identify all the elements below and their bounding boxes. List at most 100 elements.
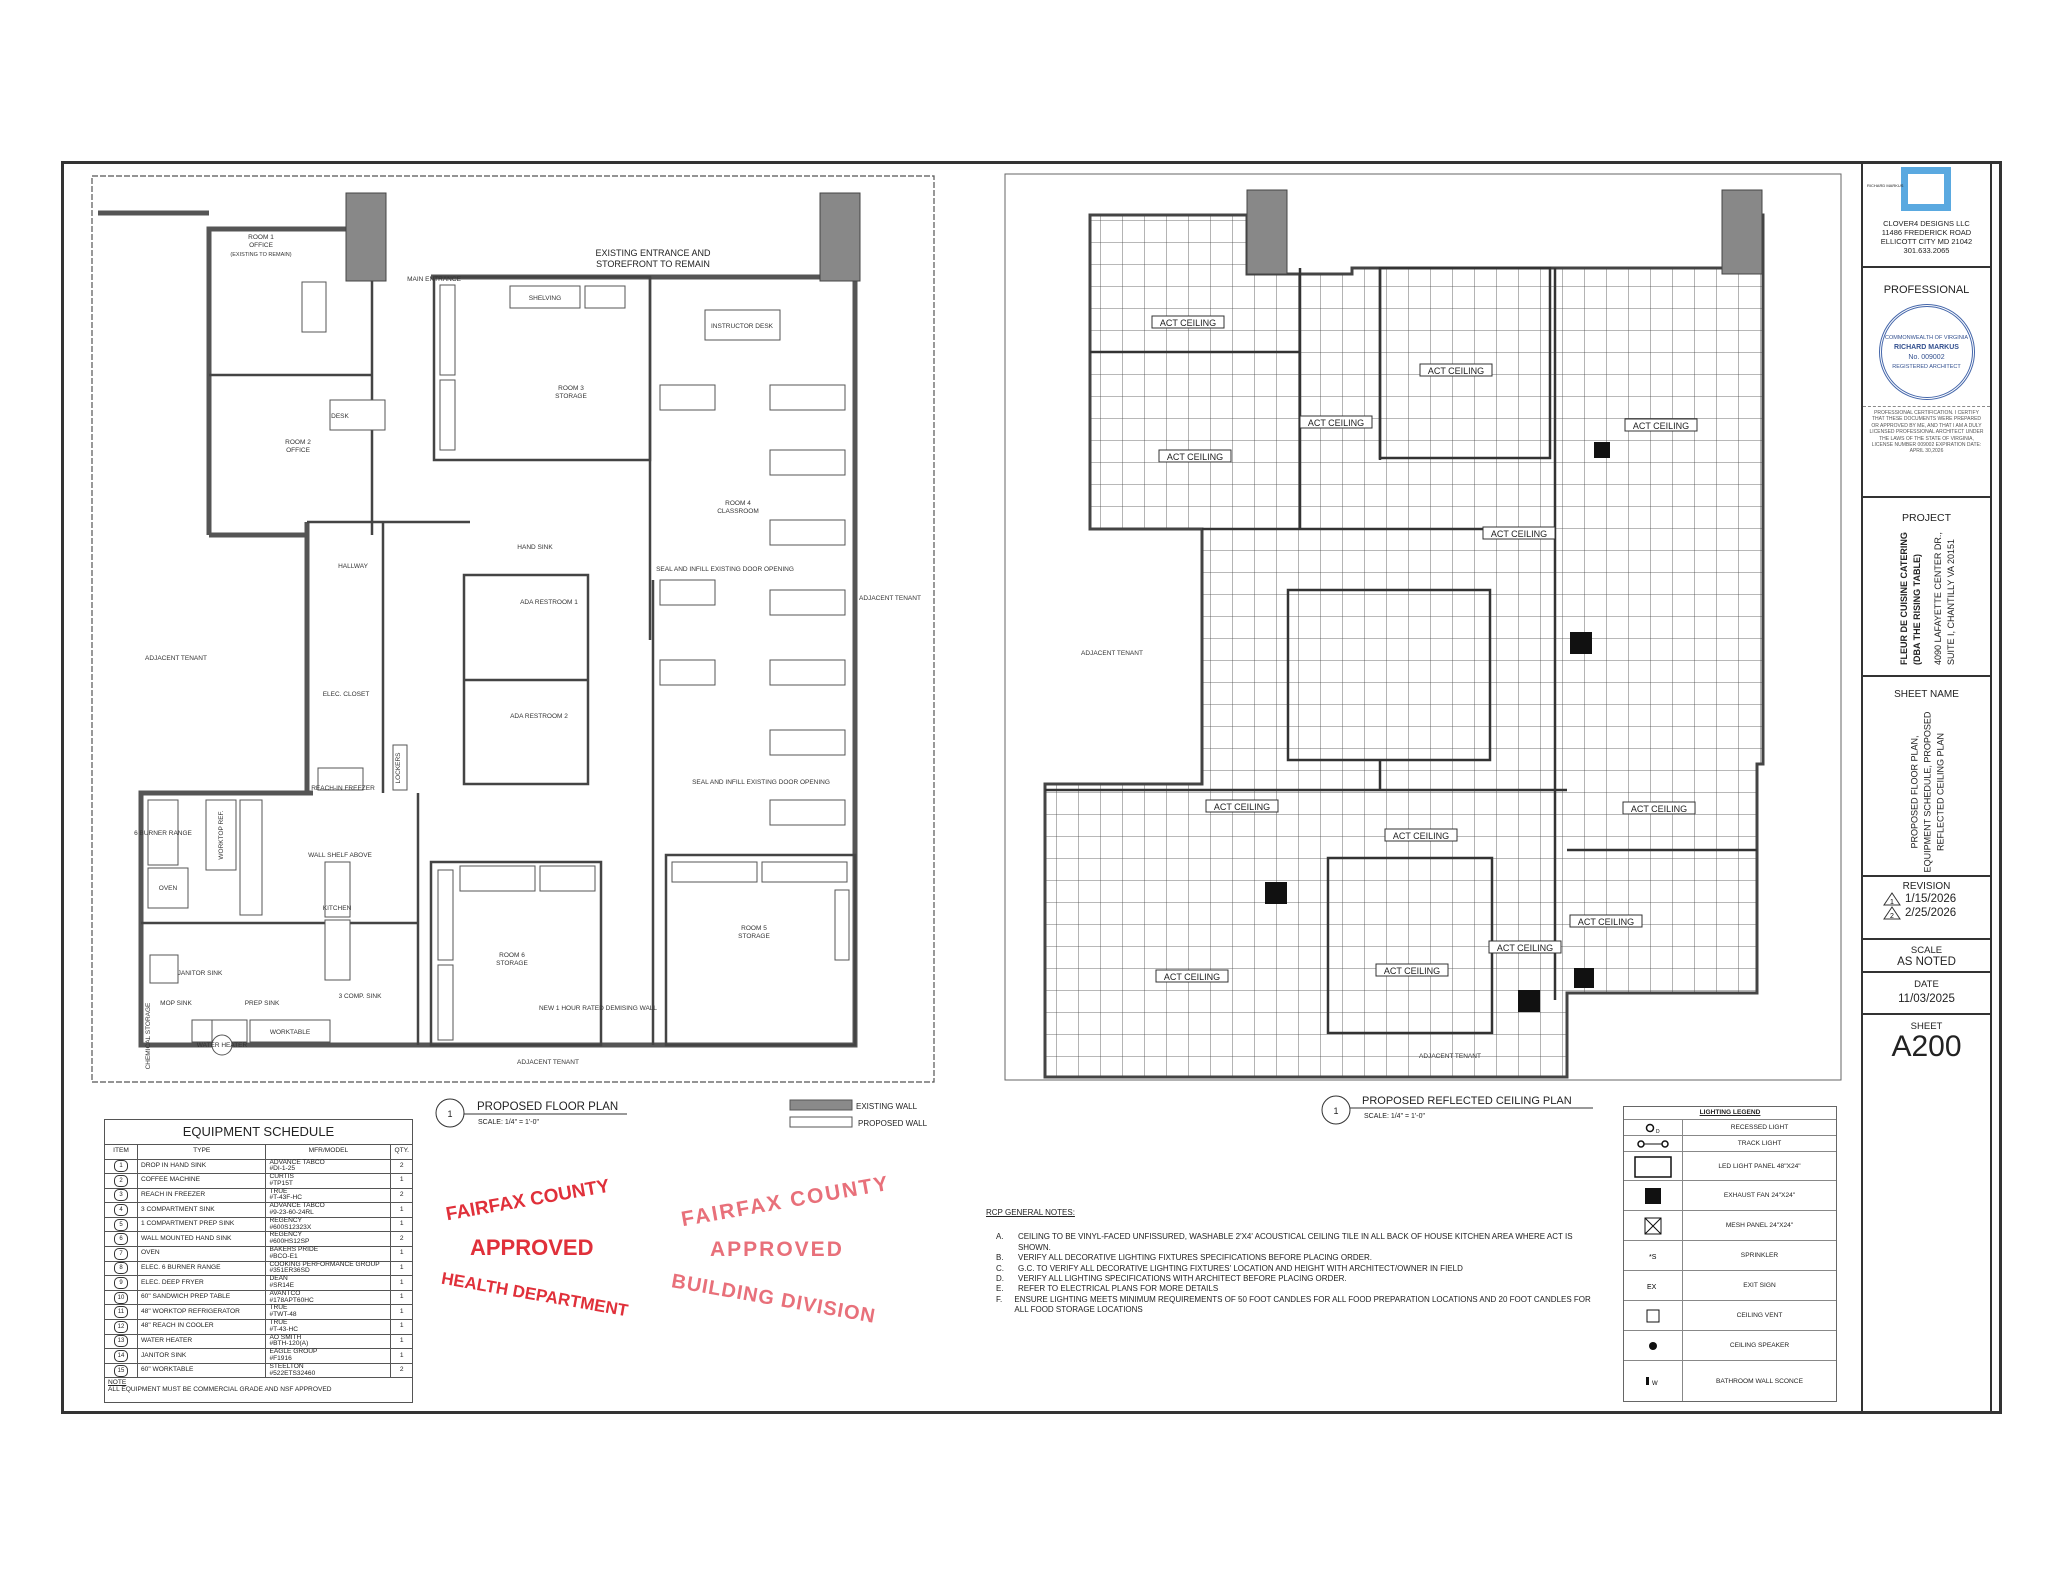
label-hallway: HALLWAY bbox=[338, 563, 369, 570]
logo-name: RICHARD MARKUS bbox=[1867, 183, 1904, 188]
col-mfr-model: MFR/MODEL bbox=[265, 1144, 392, 1160]
label-oven: OVEN bbox=[159, 885, 178, 892]
rcp-note: F.ENSURE LIGHTING MEETS MINIMUM REQUIREM… bbox=[986, 1295, 1606, 1316]
item-mfr-model: ADVANCE TABCO#DI-1-25 bbox=[265, 1158, 392, 1175]
revision-delta-icon: 2 bbox=[1883, 906, 1901, 920]
professional-section: PROFESSIONAL COMMONWEALTH OF VIRGINIA RI… bbox=[1863, 268, 1990, 498]
rcp-notes-title: RCP GENERAL NOTES: bbox=[986, 1208, 1075, 1217]
label-elec-closet: ELEC. CLOSET bbox=[323, 691, 370, 698]
label-adjacent-tenant-left: ADJACENT TENANT bbox=[145, 655, 207, 662]
item-mfr-model: TRUE#T-43F-HC bbox=[265, 1187, 392, 1204]
floor-plan-scale: SCALE: 1/4" = 1'-0" bbox=[478, 1119, 539, 1126]
act-ceiling-label: ACT CEILING bbox=[1167, 452, 1223, 462]
item-tag: 1 bbox=[104, 1158, 138, 1175]
project-section: PROJECT FLEUR DE CUISINE CATERING (DBA T… bbox=[1863, 498, 1990, 677]
sheet-border bbox=[61, 161, 2002, 1414]
project-label: PROJECT bbox=[1901, 512, 1951, 524]
floor-plan-title: PROPOSED FLOOR PLAN bbox=[477, 1101, 618, 1113]
firm-address2: ELLICOTT CITY MD 21042 bbox=[1880, 237, 1973, 246]
item-qty: 1 bbox=[390, 1202, 413, 1218]
exhaust-fan-icon bbox=[1624, 1181, 1683, 1210]
item-type: JANITOR SINK bbox=[136, 1348, 267, 1364]
sheet-name-section: SHEET NAME PROPOSED FLOOR PLAN, EQUIPMEN… bbox=[1863, 677, 1990, 877]
legend-row: MESH PANEL 24"X24" bbox=[1624, 1210, 1836, 1240]
legend-label: CEILING VENT bbox=[1736, 1312, 1783, 1319]
rcp-note: B.VERIFY ALL DECORATIVE LIGHTING FIXTURE… bbox=[986, 1253, 1606, 1263]
item-qty: 1 bbox=[390, 1260, 413, 1277]
rcp-column-left bbox=[1246, 189, 1288, 275]
act-ceiling-label: ACT CEILING bbox=[1633, 421, 1689, 431]
act-ceiling-label: ACT CEILING bbox=[1214, 802, 1270, 812]
item-qty: 2 bbox=[390, 1187, 413, 1204]
item-tag: 12 bbox=[104, 1319, 138, 1335]
label-room5-storage: STORAGE bbox=[738, 933, 770, 940]
label-main-entrance: MAIN ENTRANCE bbox=[407, 276, 461, 283]
seal-number: No. 009002 bbox=[1908, 353, 1945, 361]
label-ada2: ADA RESTROOM 2 bbox=[510, 713, 568, 720]
item-mfr-model: ADVANCE TABCO#9-23-60-24RL bbox=[265, 1202, 392, 1218]
item-mfr-model: TRUE#TWT-48 bbox=[265, 1304, 392, 1321]
label-storefront: STOREFRONT TO REMAIN bbox=[596, 259, 710, 269]
revision-number: 1 bbox=[1890, 899, 1894, 906]
exit-sign-icon: EX bbox=[1624, 1271, 1683, 1300]
label-room4: ROOM 4 bbox=[725, 500, 751, 507]
health-stamp-line1: FAIRFAX COUNTY bbox=[444, 1175, 612, 1226]
item-qty: 1 bbox=[390, 1216, 413, 1233]
label-room2: ROOM 2 bbox=[285, 439, 311, 446]
date-value: 11/03/2025 bbox=[1898, 993, 1955, 1005]
rcp-frame bbox=[1004, 173, 1842, 1081]
label-ada1: ADA RESTROOM 1 bbox=[520, 599, 578, 606]
label-desk: DESK bbox=[331, 413, 349, 420]
revision-entry: 1 1/15/2026 bbox=[1883, 892, 1990, 906]
proposed-wall-label: PROPOSED WALL bbox=[858, 1119, 928, 1128]
label-worktop-ref: WORKTOP REF. bbox=[218, 810, 225, 859]
item-type: WATER HEATER bbox=[136, 1333, 267, 1350]
health-stamp-line3: HEALTH DEPARTMENT bbox=[439, 1268, 630, 1321]
item-mfr-model: DEAN#SR14E bbox=[265, 1275, 392, 1291]
label-demising-wall: NEW 1 HOUR RATED DEMISING WALL bbox=[539, 1005, 657, 1012]
health-stamp-line2: APPROVED bbox=[470, 1235, 594, 1260]
note-text: VERIFY ALL LIGHTING SPECIFICATIONS WITH … bbox=[1018, 1274, 1347, 1284]
legend-label: SPRINKLER bbox=[1740, 1252, 1779, 1259]
item-qty: 1 bbox=[390, 1246, 413, 1262]
item-type: 48" REACH IN COOLER bbox=[136, 1319, 267, 1335]
led-panel-icon bbox=[1624, 1152, 1683, 1180]
note-key: A. bbox=[996, 1232, 1004, 1242]
col-type: TYPE bbox=[136, 1144, 267, 1160]
recessed-light-icon: D bbox=[1624, 1120, 1683, 1135]
revision-date: 1/15/2026 bbox=[1905, 893, 1957, 905]
item-qty: 1 bbox=[390, 1304, 413, 1321]
label-adjacent-tenant-right: ADJACENT TENANT bbox=[859, 595, 921, 602]
label-lockers: LOCKERS bbox=[395, 752, 402, 784]
rcp-notes-list: A.CEILING TO BE VINYL-FACED UNFISSURED, … bbox=[986, 1232, 1606, 1315]
item-type: OVEN bbox=[136, 1246, 267, 1262]
item-type: 3 COMPARTMENT SINK bbox=[136, 1202, 267, 1218]
note-key: E. bbox=[996, 1284, 1004, 1294]
label-room5: ROOM 5 bbox=[741, 925, 767, 932]
note-text: ENSURE LIGHTING MEETS MINIMUM REQUIREMEN… bbox=[1014, 1294, 1591, 1315]
label-seal-infill-2: SEAL AND INFILL EXISTING DOOR OPENING bbox=[692, 779, 830, 786]
firm-phone: 301.633.2065 bbox=[1903, 246, 1950, 255]
revision-label: REVISION bbox=[1902, 881, 1951, 892]
item-type: 60" WORKTABLE bbox=[136, 1362, 267, 1379]
project-name: FLEUR DE CUISINE CATERING bbox=[1899, 532, 1909, 665]
label-janitor-sink: JANITOR SINK bbox=[178, 970, 223, 977]
lighting-legend-title: LIGHTING LEGEND bbox=[1699, 1109, 1761, 1116]
item-tag: 13 bbox=[104, 1333, 138, 1350]
label-existing-to-remain: (EXISTING TO REMAIN) bbox=[230, 252, 291, 258]
legend-label: CEILING SPEAKER bbox=[1729, 1342, 1790, 1349]
item-mfr-model: AVANTCO#178APT60HC bbox=[265, 1289, 392, 1306]
label-room3-storage: STORAGE bbox=[555, 393, 587, 400]
certification-text: PROFESSIONAL CERTIFICATION. I CERTIFY TH… bbox=[1863, 406, 1990, 458]
ceiling-grid bbox=[1043, 213, 1765, 1079]
label-existing-entrance: EXISTING ENTRANCE AND bbox=[595, 248, 711, 258]
